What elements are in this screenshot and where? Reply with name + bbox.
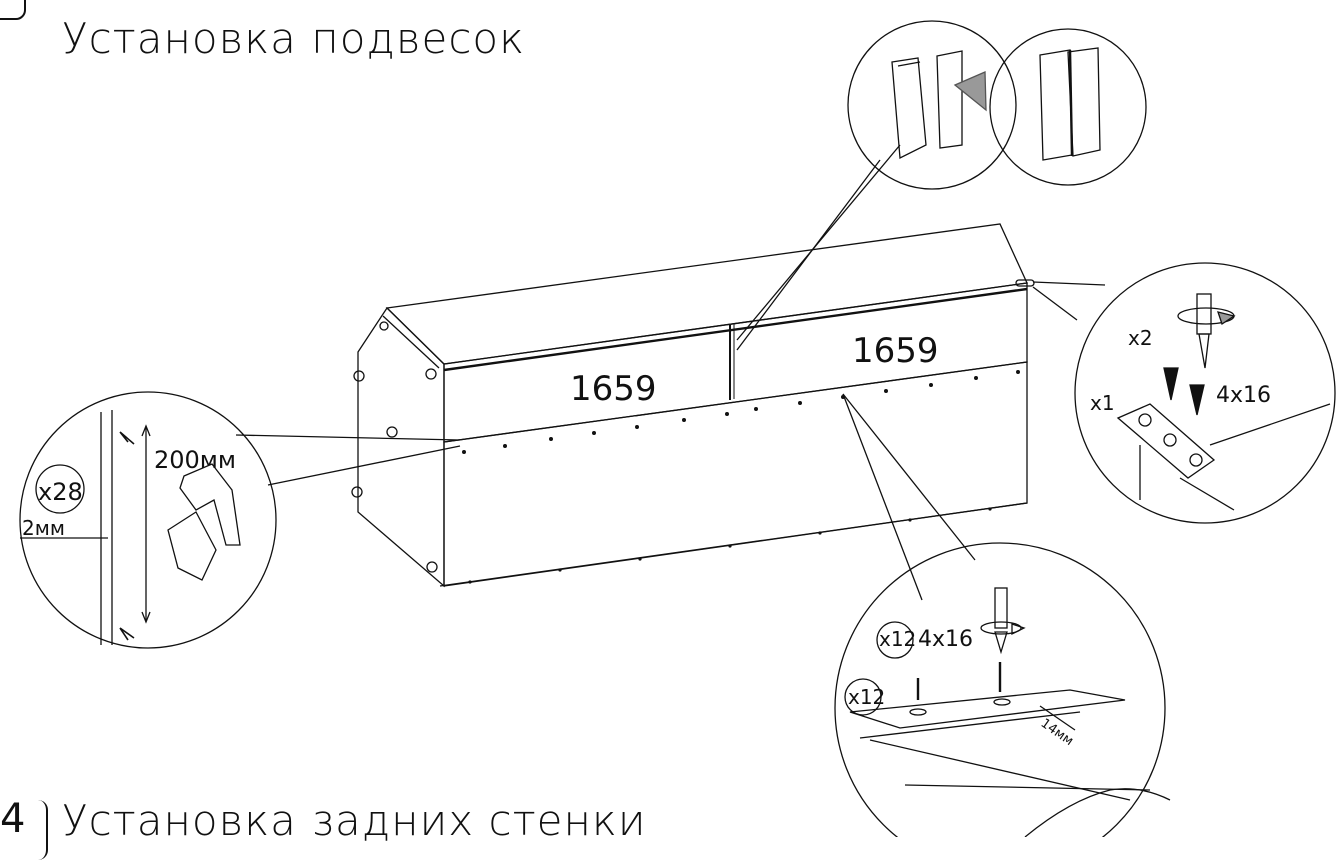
nail-marks <box>462 370 1020 584</box>
next-step-number: 4 <box>0 796 26 842</box>
left-side-panel <box>357 306 445 588</box>
hanger-plate-count-label: x1 <box>1090 391 1115 415</box>
nail-count-label: x28 <box>38 478 83 506</box>
screwdriver-icon <box>994 587 1008 629</box>
wardrobe-body <box>351 223 1035 588</box>
panel-width-left: 1659 <box>570 369 657 409</box>
bottom-screw-callout <box>834 542 1166 837</box>
screwdriver-icon <box>1196 293 1212 335</box>
bottom-washer-count-label: x12 <box>848 685 885 709</box>
hanger-screw-count-label: x2 <box>1128 326 1153 350</box>
step-frame-corner <box>0 0 26 20</box>
bottom-screw-count-label: x12 <box>879 627 916 651</box>
next-step-title: Установка задних стенки <box>62 796 647 845</box>
screw-icon <box>1189 384 1205 416</box>
front-lower-panel <box>443 361 1028 587</box>
edge-strip-result-callout <box>989 28 1147 186</box>
bottom-offset-label: 14мм <box>1038 716 1076 749</box>
edge-strip-callout <box>847 20 1017 190</box>
nailing-callout <box>19 391 277 649</box>
hand-icon <box>167 511 217 581</box>
hanger-callout <box>1074 262 1336 524</box>
nail-spacing-label: 200мм <box>154 446 236 474</box>
screw-icon <box>1163 367 1179 401</box>
hanger-plate-icon <box>1116 403 1216 479</box>
hanger-screw-size-label: 4x16 <box>1216 383 1271 408</box>
hammer-icon <box>179 463 241 546</box>
assembly-diagram: 1659 1659 x28 200мм 2мм x2 x1 4x16 x12 4… <box>19 20 1336 837</box>
bottom-screw-size-label: 4x16 <box>918 627 973 652</box>
panel-width-right: 1659 <box>852 331 939 371</box>
front-fascia <box>443 282 1028 443</box>
page-title: Установка подвесок <box>62 14 526 63</box>
nail-gap-label: 2мм <box>22 516 65 540</box>
next-step-frame <box>0 800 48 860</box>
